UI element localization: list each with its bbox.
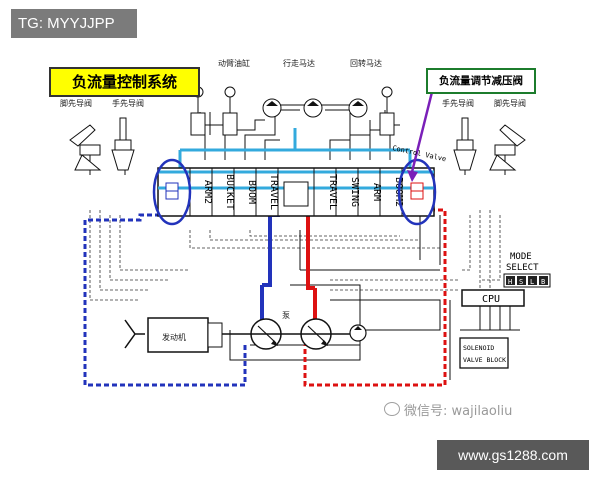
engine-label: 发动机	[162, 332, 186, 342]
swing-motor	[348, 98, 368, 118]
blue-pressure-line	[262, 213, 280, 287]
engine-flywheel	[207, 322, 223, 348]
valve-label-swing: SWING	[349, 177, 360, 207]
mode-button-l	[528, 276, 537, 285]
label-right-foot-pilot: 脚先导阀	[494, 98, 526, 108]
left-orifice	[165, 182, 179, 200]
label-boom-cylinder: 动臂油缸	[218, 58, 250, 68]
left-foot-pilot-valve	[69, 124, 102, 171]
valve-label-bucket: BUCKET	[224, 174, 235, 210]
mode-label-line1: MODE	[510, 252, 532, 262]
label-left-hand-pilot: 手先导阀	[112, 98, 144, 108]
url-watermark: www.gs1288.com	[437, 440, 589, 470]
travel-motors	[262, 98, 323, 118]
mode-button-b	[539, 276, 548, 285]
red-negative-flow-line	[303, 208, 447, 387]
valve-label-boom: BOOM	[246, 180, 257, 204]
mode-label-line2: SELECT	[506, 263, 539, 273]
right-negative-flow-highlight	[397, 158, 437, 226]
pilot-pump	[349, 324, 367, 342]
left-hand-pilot-valve	[111, 117, 135, 171]
mode-button-b-label: B	[541, 278, 545, 286]
cpu-box	[461, 289, 525, 307]
center-valve-block	[283, 181, 309, 207]
relief-valve-label: 负流量调节减压阀	[426, 68, 536, 94]
label-swing-motor: 回转马达	[350, 58, 382, 68]
valve-dividers	[189, 168, 403, 216]
label-left-foot-pilot: 脚先导阀	[60, 98, 92, 108]
solenoid-label-line2: VALVE BLOCK	[463, 356, 506, 364]
mode-button-h	[506, 276, 515, 285]
relief-valve-arrow	[410, 91, 434, 173]
right-hand-pilot-valve	[453, 117, 477, 171]
pilot-lines	[89, 210, 501, 301]
mode-button-l-label: L	[530, 278, 534, 286]
wechat-watermark: 微信号: wajilaoliu	[384, 400, 512, 419]
red-pressure-line	[300, 208, 315, 290]
wechat-icon	[384, 402, 400, 416]
cyan-line	[180, 128, 410, 152]
solenoid-label-line1: SOLENOID	[463, 344, 494, 352]
valve-label-arm: ARM	[371, 183, 382, 201]
right-foot-pilot-valve	[489, 124, 526, 171]
valve-label-arm2: ARM2	[202, 180, 213, 204]
watermark-tag: TG: MYYJJPP	[11, 9, 137, 38]
label-right-hand-pilot: 手先导阀	[442, 98, 474, 108]
valve-label-travel-right: TRAVEL	[327, 174, 338, 210]
title-box: 负流量控制系统	[49, 67, 200, 97]
cpu-label: CPU	[482, 294, 500, 305]
valve-label-travel-left: TRAVEL	[268, 174, 279, 210]
pump-label: 泵	[282, 311, 290, 320]
mode-button-s	[517, 276, 526, 285]
engine-block	[147, 317, 209, 353]
mode-button-h-label: H	[508, 278, 512, 286]
left-negative-flow-highlight	[152, 158, 192, 226]
right-orifice	[410, 182, 424, 200]
blue-negative-flow-line	[83, 213, 247, 387]
solenoid-valve-block	[459, 337, 509, 369]
arm-cylinders	[379, 86, 395, 136]
mode-select-panel	[503, 273, 551, 288]
engine-fan	[124, 319, 145, 349]
wechat-text: 微信号: wajilaoliu	[404, 404, 513, 419]
label-travel-motor: 行走马达	[283, 58, 315, 68]
mode-button-s-label: S	[519, 278, 523, 286]
